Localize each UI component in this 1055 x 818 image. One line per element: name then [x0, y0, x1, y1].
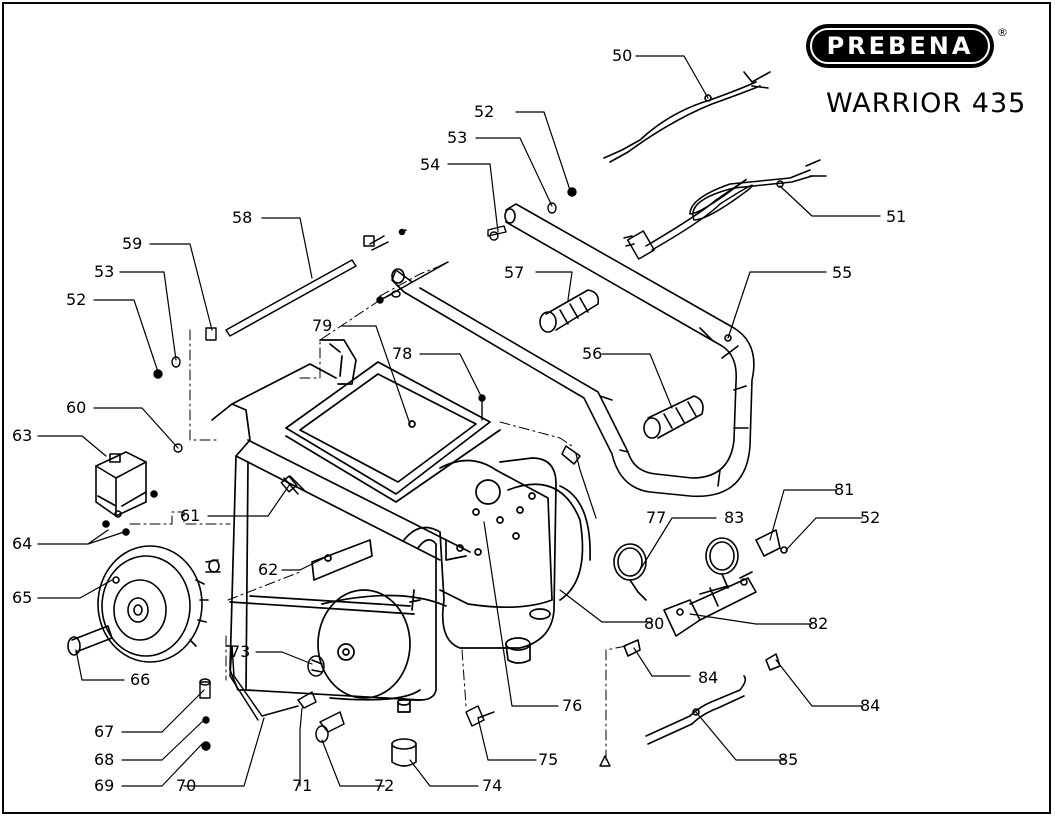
part-label-66: 66: [130, 670, 151, 689]
part-label-50: 50: [612, 46, 633, 65]
part-label-84: 84: [860, 696, 881, 715]
part-label-53: 53: [94, 262, 115, 281]
screw-part-78: [478, 394, 486, 421]
part-label-62: 62: [258, 560, 279, 579]
part-label-69: 69: [94, 776, 115, 795]
model-name: WARRIOR 435: [826, 88, 1027, 119]
grip-part-57: [539, 289, 600, 333]
part-label-52: 52: [860, 508, 881, 527]
part-label-82: 82: [808, 614, 829, 633]
part-label-70: 70: [176, 776, 197, 795]
pressure-switch-part-63: [95, 451, 158, 536]
brand-logo: PREBENA: [806, 24, 994, 68]
part-label-55: 55: [832, 263, 853, 282]
hardware-left: [153, 327, 217, 453]
part-label-57: 57: [504, 263, 525, 282]
part-label-53: 53: [447, 128, 468, 147]
part-label-67: 67: [94, 722, 115, 741]
part-label-81: 81: [834, 480, 855, 499]
fitting-part-77: [561, 445, 581, 465]
axle-bolt-part-66: [67, 625, 113, 656]
foot-part-74: [391, 738, 417, 767]
part-label-52: 52: [66, 290, 87, 309]
fitting-part-61: [280, 475, 305, 495]
valves-71-72-73: [297, 655, 345, 743]
rod-part-58: [225, 228, 449, 337]
power-cord-part-51: [623, 159, 827, 260]
hose-guide-triangle: [599, 755, 611, 767]
part-label-77: 77: [646, 508, 667, 527]
part-label-51: 51: [886, 207, 907, 226]
wheel-part-65: [97, 545, 221, 663]
part-label-54: 54: [420, 155, 441, 174]
part-label-73: 73: [230, 642, 251, 661]
part-label-61: 61: [180, 506, 201, 525]
part-label-52: 52: [474, 102, 495, 121]
part-label-71: 71: [292, 776, 313, 795]
part-label-85: 85: [778, 750, 799, 769]
brand-logo-text: PREBENA: [826, 32, 974, 60]
valve-part-75: [465, 705, 495, 727]
gauge-manifold: [613, 529, 788, 745]
part-label-63: 63: [12, 426, 33, 445]
part-label-72: 72: [374, 776, 395, 795]
part-label-78: 78: [392, 344, 413, 363]
handle-part-55: [391, 203, 755, 498]
part-label-75: 75: [538, 750, 559, 769]
part-label-65: 65: [12, 588, 33, 607]
cable-part-50: [603, 71, 771, 163]
part-label-56: 56: [582, 344, 603, 363]
part-label-64: 64: [12, 534, 33, 553]
part-label-58: 58: [232, 208, 253, 227]
part-label-60: 60: [66, 398, 87, 417]
part-label-84: 84: [698, 668, 719, 687]
part-label-74: 74: [482, 776, 503, 795]
leader-lines: [37, 55, 881, 787]
registered-trademark: ®: [997, 26, 1008, 39]
part-label-76: 76: [562, 696, 583, 715]
drain-rod-part-70: [225, 645, 299, 721]
part-label-59: 59: [122, 234, 143, 253]
part-label-68: 68: [94, 750, 115, 769]
assembly-lines: [129, 265, 627, 761]
handle-hardware-top: [487, 187, 577, 241]
part-label-79: 79: [312, 316, 333, 335]
part-label-83: 83: [724, 508, 745, 527]
grip-part-56: [643, 395, 704, 439]
foot-hardware: [199, 678, 211, 751]
part-label-80: 80: [644, 614, 665, 633]
main-frame: [211, 339, 591, 713]
